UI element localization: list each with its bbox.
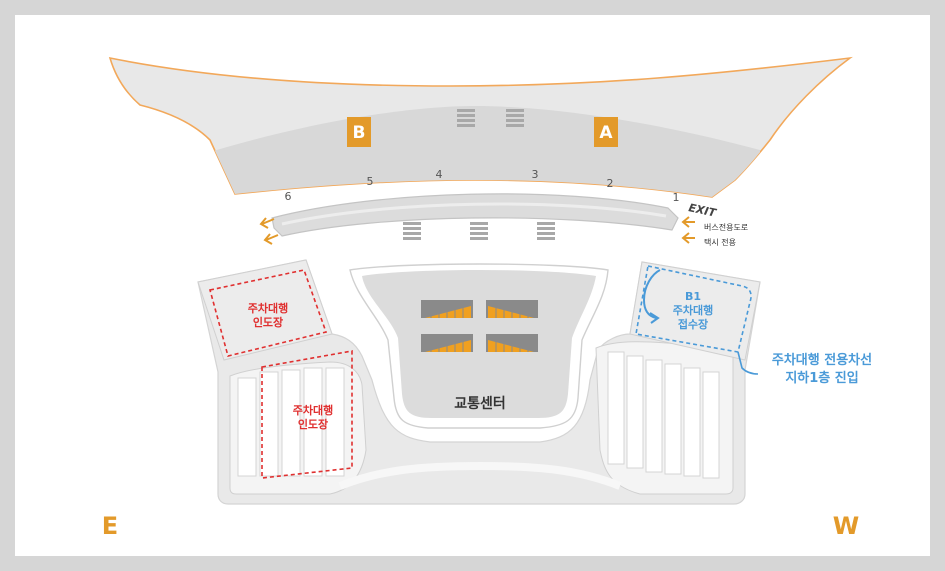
- escalator-icon: [537, 222, 555, 240]
- parking-stalls-west: [607, 351, 720, 479]
- valet-east-lower-line2: 인도장: [298, 417, 328, 431]
- arrow-left-icon: [259, 217, 275, 229]
- compass-west: W: [833, 512, 859, 540]
- valet-east-lower-line1: 주차대행: [293, 403, 333, 417]
- callout-leader: [737, 351, 759, 375]
- valet-east-upper-line2: 인도장: [253, 315, 283, 329]
- transport-center-label: 교통센터: [454, 396, 506, 412]
- escalator-icon: [470, 222, 488, 240]
- compass-east: E: [102, 512, 118, 540]
- gate-b-marker: [347, 117, 371, 147]
- gate-b-label: B: [353, 123, 366, 143]
- arrow-left-icon: [681, 216, 695, 228]
- valet-east-upper-zone: [209, 269, 328, 357]
- west-valet-block: [629, 261, 761, 361]
- arrow-curve-icon: [642, 269, 661, 319]
- arrow-left-icon: [681, 232, 695, 244]
- callout-line1: 주차대행 전용차선: [772, 352, 872, 368]
- curb-number-5: 5: [367, 175, 374, 188]
- escalator-icon: [403, 222, 421, 240]
- escalator-icon: [457, 109, 475, 127]
- valet-east-upper-line1: 주차대행: [248, 301, 288, 315]
- taxi-lane-label: 택시 전용: [704, 237, 736, 247]
- valet-b1-line3: 접수장: [678, 317, 708, 331]
- transport-center: 교통센터: [349, 263, 609, 429]
- gate-a-marker: [594, 117, 618, 147]
- escalator-icon: [506, 109, 524, 127]
- curb-number-2: 2: [607, 177, 614, 190]
- curb-number-1: 1: [673, 191, 680, 204]
- valet-b1-line1: B1: [685, 290, 701, 303]
- exit-label: EXIT: [687, 201, 718, 220]
- curb-number-4: 4: [436, 168, 443, 181]
- arrow-left-icon: [263, 233, 279, 245]
- callout-line2: 지하1층 진입: [785, 370, 858, 386]
- curb-number-6: 6: [285, 190, 292, 203]
- bus-lane-label: 버스전용도로: [704, 222, 748, 232]
- parking-stalls-east: [237, 367, 345, 477]
- curb-road: [271, 193, 679, 237]
- gate-a-label: A: [599, 123, 613, 143]
- bus-bays: [421, 300, 538, 352]
- valet-b1-line2: 주차대행: [673, 303, 713, 317]
- curb-number-3: 3: [532, 168, 539, 181]
- map-frame: B A 6 5 4 3 2 1 EXIT 버스전용도로 택시 전용: [15, 15, 930, 556]
